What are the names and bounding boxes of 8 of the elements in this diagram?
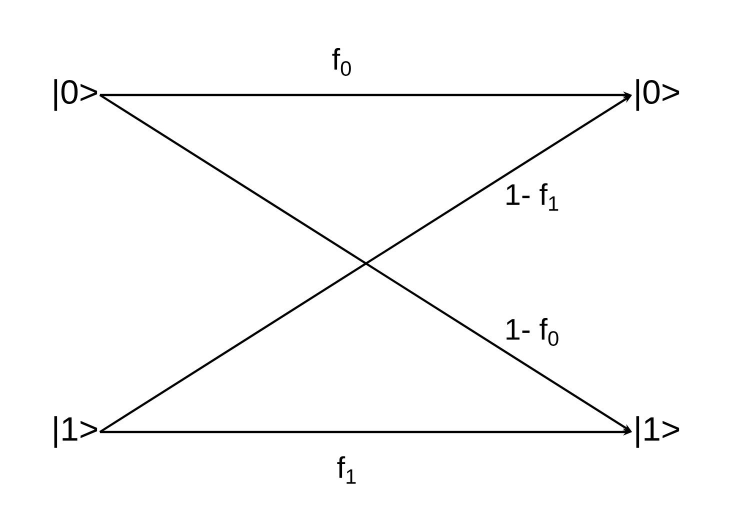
state-label: |0>: [636, 79, 680, 111]
edge-label: 1- f$_{0}$: [503, 317, 561, 347]
state-label: |0>: [54, 79, 98, 111]
edge-label: f$_{1}$: [336, 455, 358, 485]
edge-label: 1- f$_{1}$: [503, 182, 561, 212]
state-label: |1>: [54, 416, 98, 448]
edge-label: f$_{0}$: [330, 47, 354, 77]
state-label: |1>: [636, 416, 680, 448]
